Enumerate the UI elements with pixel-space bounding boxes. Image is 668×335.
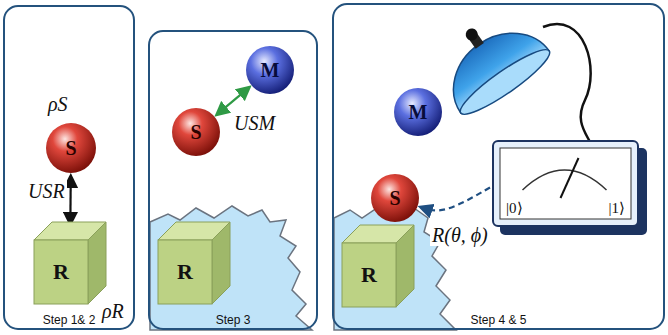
text-holder: Step 1& 2 <box>3 5 135 330</box>
node-letter: S <box>65 137 76 160</box>
text-holder: R <box>342 225 414 307</box>
node-letter: S <box>190 121 201 144</box>
interaction-arrow <box>217 87 250 114</box>
meter-face <box>500 148 631 219</box>
sphere <box>246 46 294 94</box>
cube-front <box>342 243 396 307</box>
cube-side <box>212 222 230 304</box>
meter-state: |0⟩ <box>506 199 523 217</box>
sphere <box>394 88 442 136</box>
text-holder: Step 4 & 5 <box>332 3 665 330</box>
cube-front <box>34 240 88 304</box>
step-panel: Step 1& 2 S R <box>3 5 135 330</box>
node-letter: S <box>389 187 400 210</box>
step-panel: Step 4 & 5 M S R |0⟩ |1⟩ <box>332 3 665 330</box>
system-sphere: M <box>245 45 295 95</box>
text-holder: M <box>393 87 443 137</box>
text-holder: S <box>45 122 97 174</box>
node-shape <box>34 222 106 304</box>
step-panel-outline <box>149 31 317 329</box>
node-letter: R <box>361 262 377 288</box>
sphere <box>46 123 96 173</box>
detector-dome <box>424 0 555 122</box>
system-sphere: M <box>393 87 443 137</box>
operator-label: USM <box>232 112 277 134</box>
text-holder: Step 3 <box>148 30 318 330</box>
system-sphere: S <box>171 107 221 157</box>
sphere <box>371 174 419 222</box>
text-holder: S <box>370 173 420 223</box>
node-letter: M <box>409 101 428 124</box>
state-label: ρS <box>46 93 70 115</box>
text-holder: R <box>158 222 230 304</box>
interaction-arrow <box>69 176 72 224</box>
text-holder: M <box>245 45 295 95</box>
node-letter: M <box>261 59 280 82</box>
meter-box: |0⟩ |1⟩ <box>492 140 647 235</box>
step-panel-outline <box>333 4 664 329</box>
node-shape <box>342 225 414 307</box>
node-shape <box>158 222 230 304</box>
meter-needle <box>561 158 579 198</box>
step-panel-outline <box>4 6 134 329</box>
step-label: Step 1& 2 <box>43 313 96 327</box>
text-holder: |0⟩ |1⟩ <box>492 140 647 235</box>
sphere <box>172 108 220 156</box>
node-letter: R <box>177 259 193 285</box>
step-panel: Step 3 S M R <box>148 30 318 330</box>
node-letter: R <box>53 259 69 285</box>
cube-side <box>396 225 414 307</box>
step-label: Step 4 & 5 <box>470 313 526 327</box>
step-label: Step 3 <box>216 313 251 327</box>
node-shape <box>492 140 647 235</box>
reservoir-cube: R <box>34 222 106 304</box>
reservoir-cube: R <box>158 222 230 304</box>
interaction-arrow <box>420 188 490 211</box>
cube-front <box>158 240 212 304</box>
operator-label: R(θ, ϕ) <box>430 224 490 246</box>
cube-side <box>88 222 106 304</box>
system-sphere: S <box>370 173 420 223</box>
reservoir-cube: R <box>342 225 414 307</box>
system-sphere: S <box>45 122 97 174</box>
meter-front <box>493 141 638 226</box>
state-label: ρR <box>100 300 126 322</box>
operator-label: USR <box>26 180 67 202</box>
detector-cable <box>543 24 591 142</box>
text-holder: R <box>34 222 106 304</box>
reservoir-splash <box>150 206 312 330</box>
text-holder: S <box>171 107 221 157</box>
meter-state: |1⟩ <box>608 199 625 217</box>
